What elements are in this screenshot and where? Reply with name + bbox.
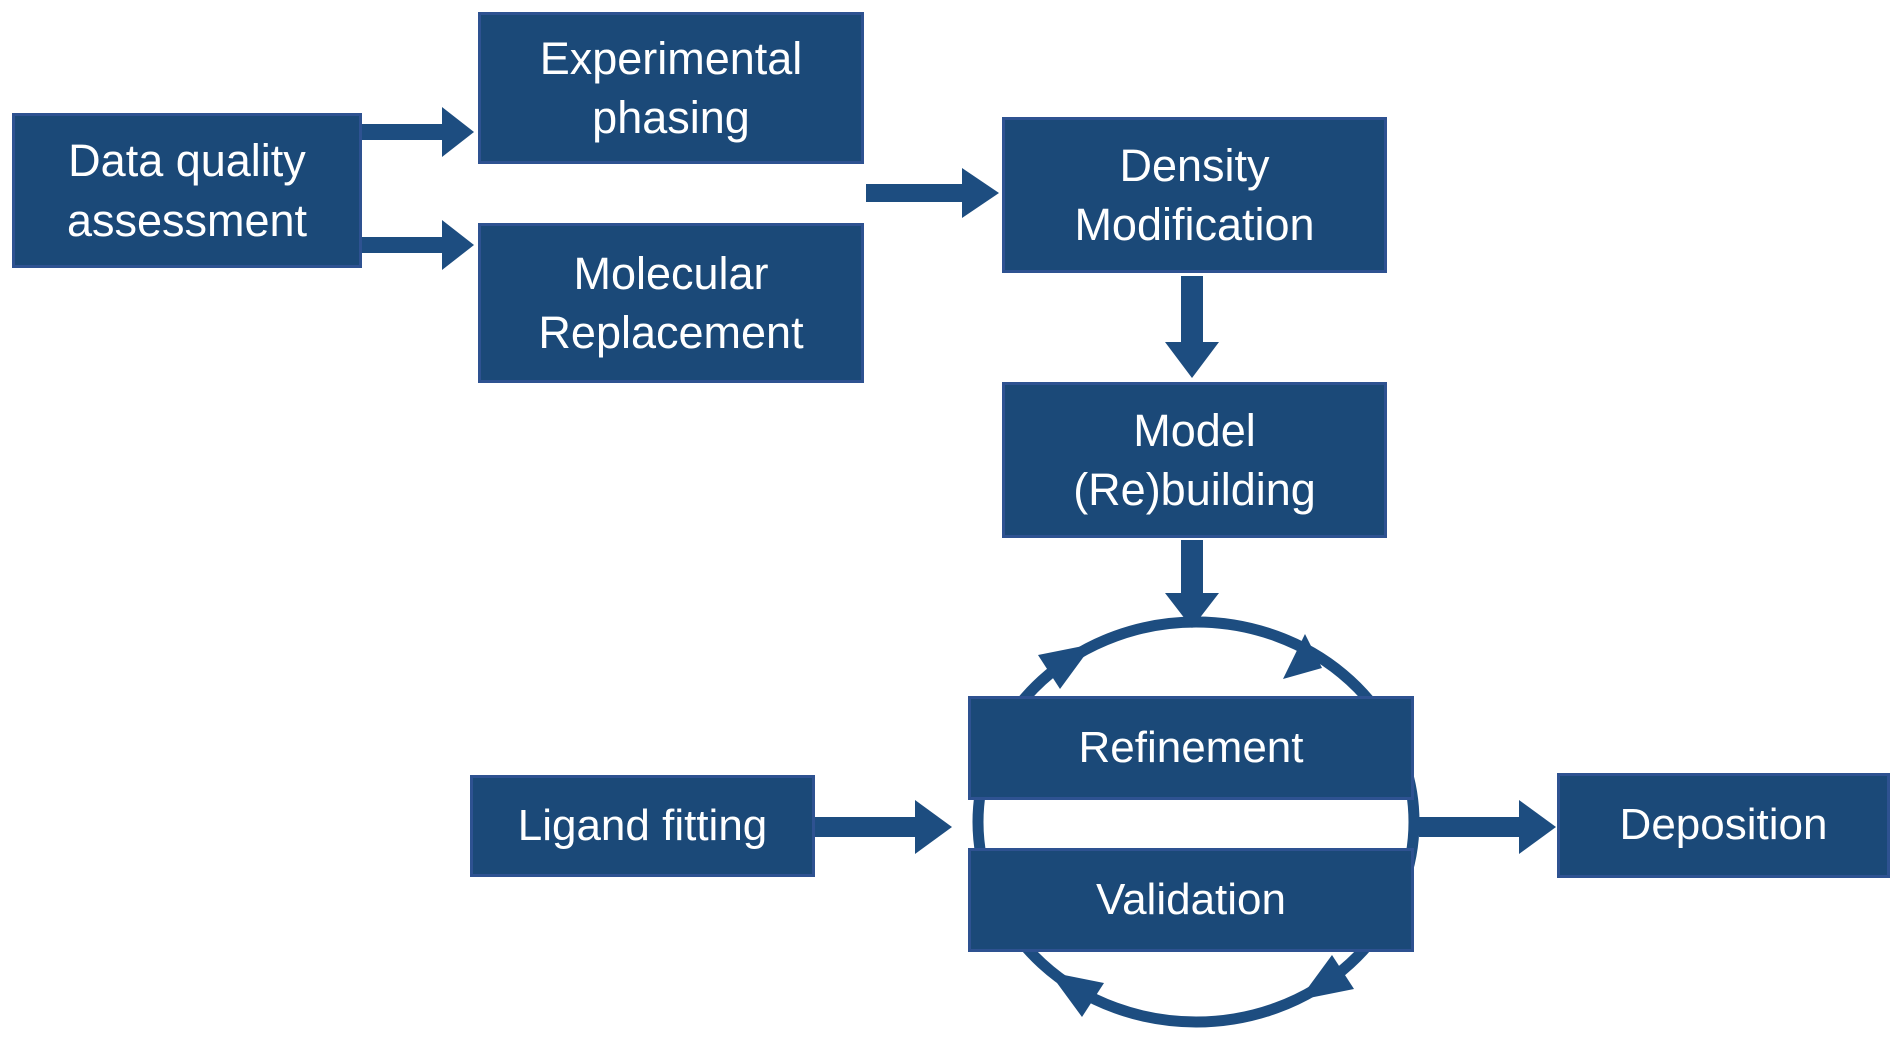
box-ligand-fitting: Ligand fitting xyxy=(470,775,815,877)
box-experimental-phasing: Experimental phasing xyxy=(478,12,864,164)
box-label: assessment xyxy=(66,194,308,246)
cycle-arrowhead-top-right-icon xyxy=(1283,634,1322,679)
box-model-rebuilding: Model (Re)building xyxy=(1002,382,1387,538)
box-label: Modification xyxy=(1074,199,1315,250)
arrow-phasing-to-density-modification xyxy=(866,168,999,218)
box-label: Validation xyxy=(1096,874,1286,924)
box-label: (Re)building xyxy=(1073,464,1316,515)
cycle-arrowhead-bottom-right-icon xyxy=(1299,955,1354,1000)
refinement-validation-cycle-ring xyxy=(972,616,1420,1028)
arrow-ligand-fitting-to-cycle xyxy=(815,800,952,854)
box-data-quality-assessment: Data quality assessment xyxy=(12,113,362,268)
arrow-cycle-to-deposition xyxy=(1419,800,1556,854)
box-molecular-replacement: Molecular Replacement xyxy=(478,223,864,383)
cycle-arrowhead-bottom-left-icon xyxy=(1049,972,1104,1017)
arrow-data-quality-to-experimental-phasing xyxy=(362,107,474,157)
box-label: Molecular xyxy=(573,247,769,299)
box-label: Deposition xyxy=(1619,800,1828,850)
box-label: Replacement xyxy=(538,307,804,358)
box-validation: Validation xyxy=(968,848,1414,952)
box-label: Experimental xyxy=(539,32,803,84)
box-density-modification: Density Modification xyxy=(1002,117,1387,273)
arrow-density-modification-to-model-rebuilding xyxy=(1165,276,1219,378)
box-label: Density xyxy=(1119,139,1270,191)
box-label: Model xyxy=(1133,404,1256,456)
box-label: Ligand fitting xyxy=(517,800,768,850)
box-refinement: Refinement xyxy=(968,696,1414,800)
box-label: phasing xyxy=(592,92,750,143)
arrow-data-quality-to-molecular-replacement xyxy=(362,220,474,270)
box-label: Data quality xyxy=(68,135,306,187)
cycle-arrowhead-top-left-icon xyxy=(1038,644,1093,689)
arrow-model-rebuilding-to-cycle xyxy=(1165,540,1219,628)
box-label: Refinement xyxy=(1078,722,1304,772)
box-deposition: Deposition xyxy=(1557,773,1890,878)
